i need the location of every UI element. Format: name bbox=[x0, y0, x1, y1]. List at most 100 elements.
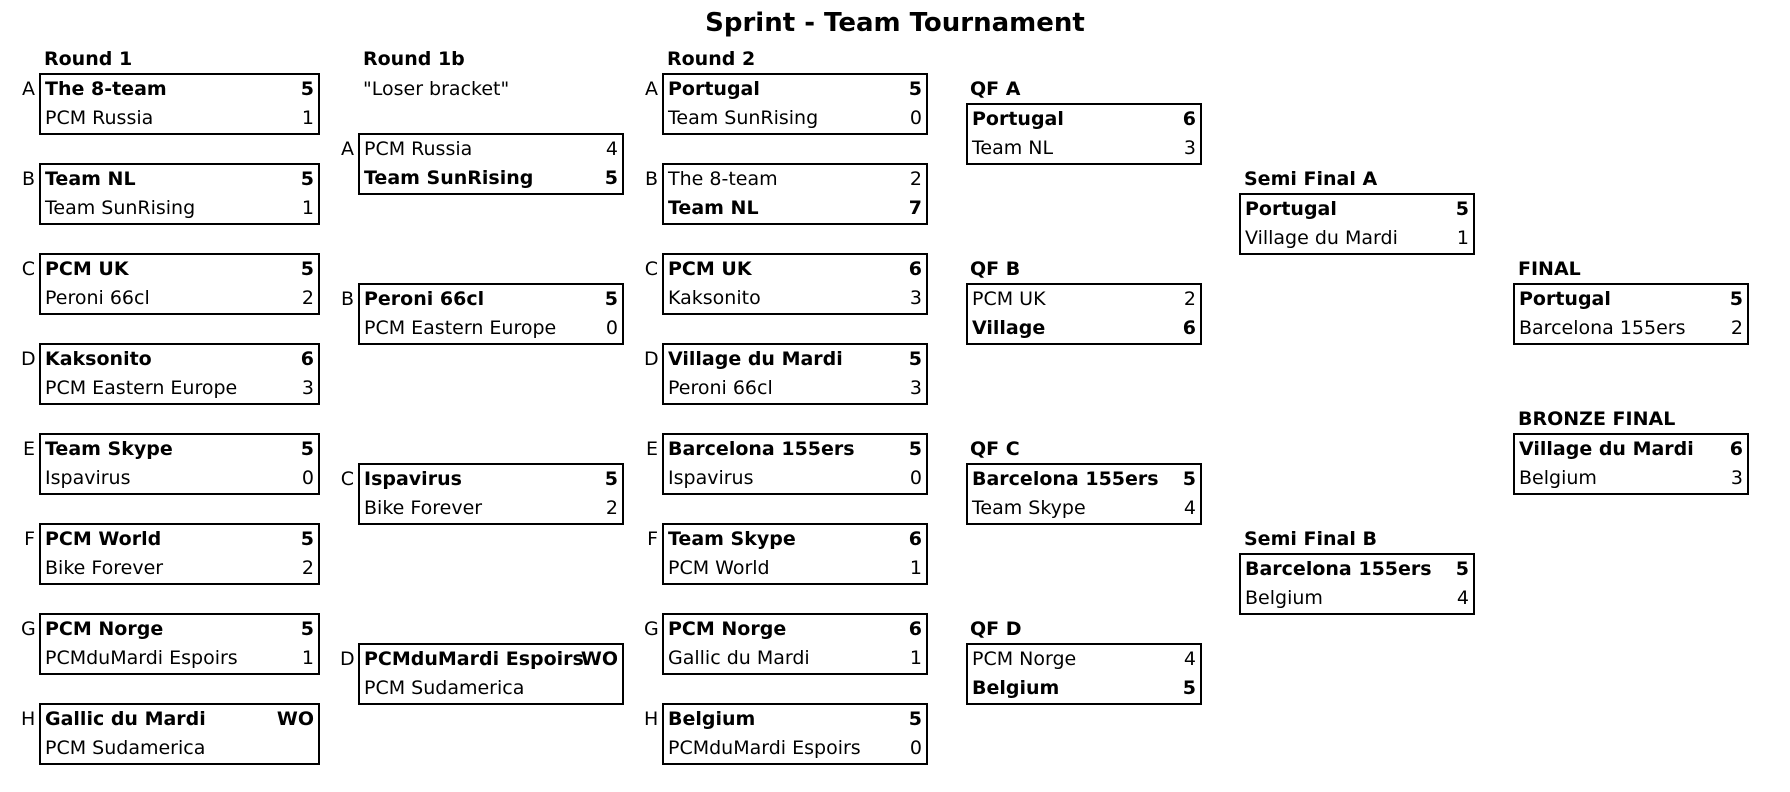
team-score: WO bbox=[580, 648, 618, 670]
team-name: PCM UK bbox=[972, 288, 1046, 310]
team-name: PCMduMardi Espoirs bbox=[668, 737, 861, 759]
team-score: 3 bbox=[1730, 467, 1743, 489]
team-name: Peroni 66cl bbox=[668, 377, 773, 399]
team-name: Portugal bbox=[1519, 288, 1611, 310]
match-letter: A bbox=[22, 78, 35, 100]
match-letter: H bbox=[644, 708, 659, 730]
team-name: PCMduMardi Espoirs bbox=[45, 647, 238, 669]
team-score: 0 bbox=[909, 107, 922, 129]
team-score: 4 bbox=[605, 138, 618, 160]
match-letter: C bbox=[644, 258, 658, 280]
team-score: 5 bbox=[908, 438, 922, 460]
team-score: 0 bbox=[605, 317, 618, 339]
team-score: 5 bbox=[1729, 288, 1743, 310]
team-row: PCM Norge 5 bbox=[41, 615, 318, 644]
team-score: 1 bbox=[909, 647, 922, 669]
team-score: 5 bbox=[300, 618, 314, 640]
match-letter: G bbox=[644, 618, 659, 640]
team-score: 5 bbox=[300, 528, 314, 550]
team-name: PCM Eastern Europe bbox=[364, 317, 557, 339]
match-letter: E bbox=[22, 438, 35, 460]
match-letter: A bbox=[341, 138, 354, 160]
match-letter: F bbox=[24, 528, 35, 550]
team-name: Ispavirus bbox=[45, 467, 131, 489]
team-name: Village bbox=[972, 317, 1046, 339]
team-name: Belgium bbox=[972, 677, 1060, 699]
team-score: 1 bbox=[1456, 227, 1469, 249]
team-name: Barcelona 155ers bbox=[668, 438, 855, 460]
team-score: 5 bbox=[604, 167, 618, 189]
match-letter: B bbox=[21, 168, 35, 190]
team-score: 1 bbox=[909, 557, 922, 579]
team-score: 6 bbox=[908, 258, 922, 280]
team-row: PCMduMardi Espoirs 1 bbox=[41, 644, 318, 673]
match-letter: G bbox=[21, 618, 36, 640]
team-score: 3 bbox=[909, 287, 922, 309]
team-score: 5 bbox=[300, 258, 314, 280]
team-score: 7 bbox=[908, 197, 922, 219]
match-letter: B bbox=[340, 288, 354, 310]
round-2-label: Round 2 bbox=[667, 48, 756, 70]
team-score: 5 bbox=[300, 168, 314, 190]
team-name: Team SunRising bbox=[668, 107, 819, 129]
team-name: Team Skype bbox=[668, 528, 796, 550]
team-name: Bike Forever bbox=[364, 497, 483, 519]
team-score: 5 bbox=[1455, 198, 1469, 220]
team-score: 5 bbox=[908, 348, 922, 370]
team-name: Gallic du Mardi bbox=[668, 647, 810, 669]
team-score: 2 bbox=[1183, 288, 1196, 310]
team-name: The 8-team bbox=[45, 78, 167, 100]
team-score: 0 bbox=[909, 467, 922, 489]
team-name: Village du Mardi bbox=[1519, 438, 1694, 460]
team-score: 1 bbox=[301, 647, 314, 669]
team-name: Team Skype bbox=[45, 438, 173, 460]
team-row: Ispavirus 0 bbox=[664, 464, 926, 493]
team-name: PCM Norge bbox=[45, 618, 164, 640]
team-name: Ispavirus bbox=[668, 467, 754, 489]
team-row: Team SunRising 0 bbox=[664, 104, 926, 133]
team-row: PCM Eastern Europe 0 bbox=[360, 314, 622, 343]
team-score: 4 bbox=[1456, 587, 1469, 609]
team-name: PCM Russia bbox=[364, 138, 473, 160]
team-name: Barcelona 155ers bbox=[1519, 317, 1686, 339]
team-score: 5 bbox=[604, 288, 618, 310]
semi-final-a-label: Semi Final A bbox=[1244, 168, 1378, 190]
team-row: PCM UK 2 bbox=[968, 285, 1200, 314]
team-name: Portugal bbox=[668, 78, 760, 100]
team-name: Peroni 66cl bbox=[364, 288, 485, 310]
